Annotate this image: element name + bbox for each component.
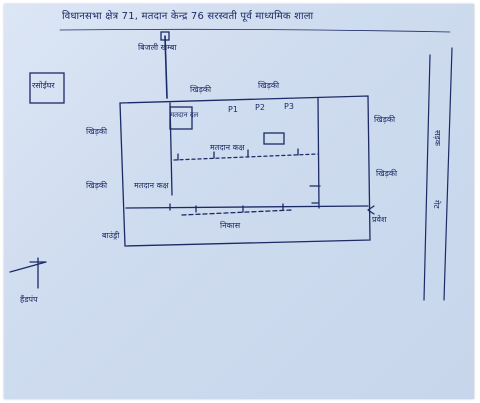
road-edge-left — [423, 54, 431, 301]
door-marks — [177, 148, 299, 161]
p1-label: P1 — [228, 105, 238, 114]
electric-pole-label: बिजली खम्बा — [138, 43, 177, 52]
pole-line — [164, 35, 168, 99]
window-label-top-2: खिड़की — [258, 81, 280, 90]
handpump-shape — [9, 257, 47, 289]
post-marks — [309, 185, 321, 204]
exit-label: निकास — [220, 221, 241, 230]
window-label-right: खिड़की — [374, 115, 396, 124]
evm-box — [263, 132, 285, 145]
document-title: विधानसभा क्षेत्र 71, मतदान केन्द्र 76 सर… — [62, 11, 314, 22]
p2-label: P2 — [255, 103, 265, 112]
booth-room-label: मतदान कक्ष — [210, 143, 245, 152]
pole-top — [160, 31, 170, 41]
window-label-left-lower: खिड़की — [86, 181, 108, 190]
boundary-label: बाउंड्री — [102, 231, 120, 240]
entry-arrow — [367, 205, 375, 215]
booth-room-label-lower: मतदान कक्ष — [134, 181, 169, 190]
road-edge-right — [443, 47, 453, 301]
window-label-left: खिड़की — [86, 127, 108, 136]
paper-sheet — [4, 4, 474, 399]
gate-label: गेट — [432, 200, 441, 209]
road-label: सड़क — [433, 130, 442, 146]
window-marks — [169, 203, 284, 213]
counter-line — [173, 153, 319, 161]
inner-wall-right — [317, 97, 320, 209]
p3-label: P3 — [284, 102, 294, 111]
inner-wall-bottom — [125, 205, 369, 209]
queue-line — [181, 209, 293, 216]
window-label-right-lower: खिड़की — [376, 169, 398, 178]
kitchen-box — [29, 72, 65, 104]
window-label-top: खिड़की — [190, 85, 212, 94]
polling-party-label: मतदान दल — [170, 111, 199, 119]
handpump-label: हैंडपंप — [20, 295, 38, 304]
title-underline — [59, 28, 451, 33]
kitchen-label: रसोईघर — [32, 81, 55, 90]
table-box — [169, 106, 193, 130]
entry-label: प्रवेश — [372, 215, 387, 224]
building-outline — [119, 95, 371, 247]
